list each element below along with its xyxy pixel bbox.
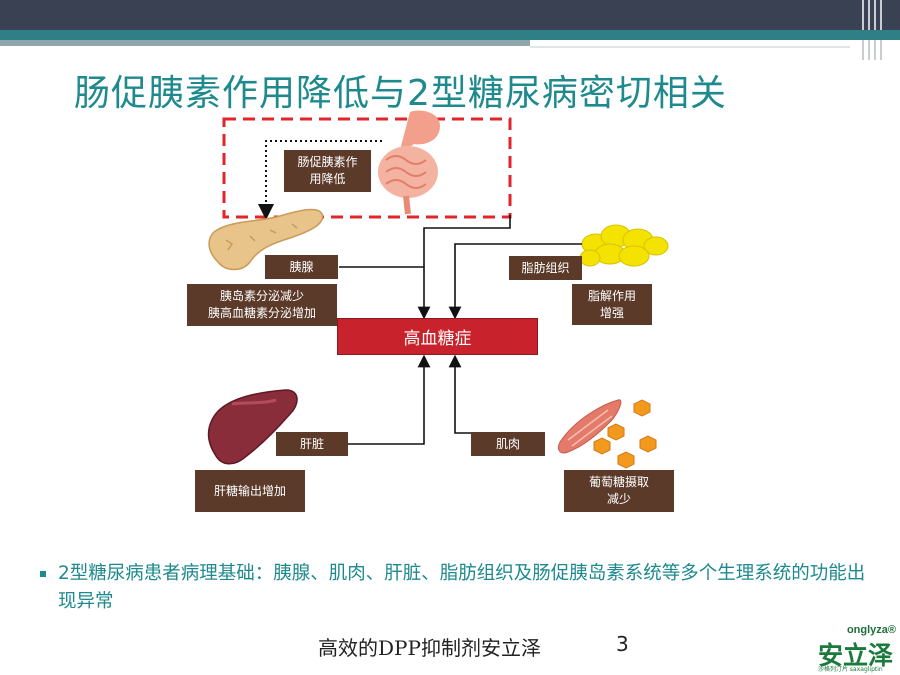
liver-icon xyxy=(207,389,298,465)
gray-band xyxy=(0,40,530,46)
muscle-label-box: 肌肉 xyxy=(471,432,545,456)
bullet-text: 2型糖尿病患者病理基础：胰腺、肌肉、肝脏、脂肪组织及肠促胰岛素系统等多个生理系统… xyxy=(58,563,866,612)
logo-brand-cn: 安立泽 xyxy=(818,641,894,670)
footer-text: 高效的DPP抑制剂安立泽 xyxy=(318,636,541,660)
incretin-label-box: 肠促胰素作 用降低 xyxy=(284,150,371,192)
pancreas-icon xyxy=(208,208,324,271)
pancreas-label-box: 胰腺 xyxy=(265,255,338,279)
fat-tissue-icon xyxy=(579,224,669,267)
glucose-icons xyxy=(593,399,657,469)
pathophysiology-diagram xyxy=(207,110,669,469)
liver-effect-box: 肝糖输出增加 xyxy=(195,470,305,512)
dotted-arrow xyxy=(258,140,382,220)
bullet-square-icon xyxy=(40,571,46,577)
hyperglycemia-box: 高血糖症 xyxy=(337,318,538,355)
teal-band xyxy=(0,30,900,40)
intestine-icon xyxy=(378,110,440,215)
muscle-effect-box: 葡萄糖摄取 减少 xyxy=(564,470,674,512)
top-bar xyxy=(0,0,900,30)
fat-label-box: 脂肪组织 xyxy=(509,256,582,280)
dashed-frame xyxy=(222,117,512,219)
slide-title: 肠促胰素作用降低与2型糖尿病密切相关 xyxy=(74,73,727,114)
logo-brand-en: onglyza® xyxy=(846,624,896,636)
onglyza-logo: onglyza® 安立泽 沙格列汀片 saxagliptin xyxy=(812,622,900,675)
fat-effect-box: 脂解作用 增强 xyxy=(572,284,652,325)
divider-line xyxy=(530,46,850,48)
logo-tagline: 沙格列汀片 saxagliptin xyxy=(818,666,883,673)
muscle-icon xyxy=(557,399,622,454)
page-number: 3 xyxy=(616,632,629,656)
liver-label-box: 肝脏 xyxy=(276,432,348,456)
pancreas-effect-box: 胰岛素分泌减少 胰高血糖素分泌增加 xyxy=(187,284,337,326)
